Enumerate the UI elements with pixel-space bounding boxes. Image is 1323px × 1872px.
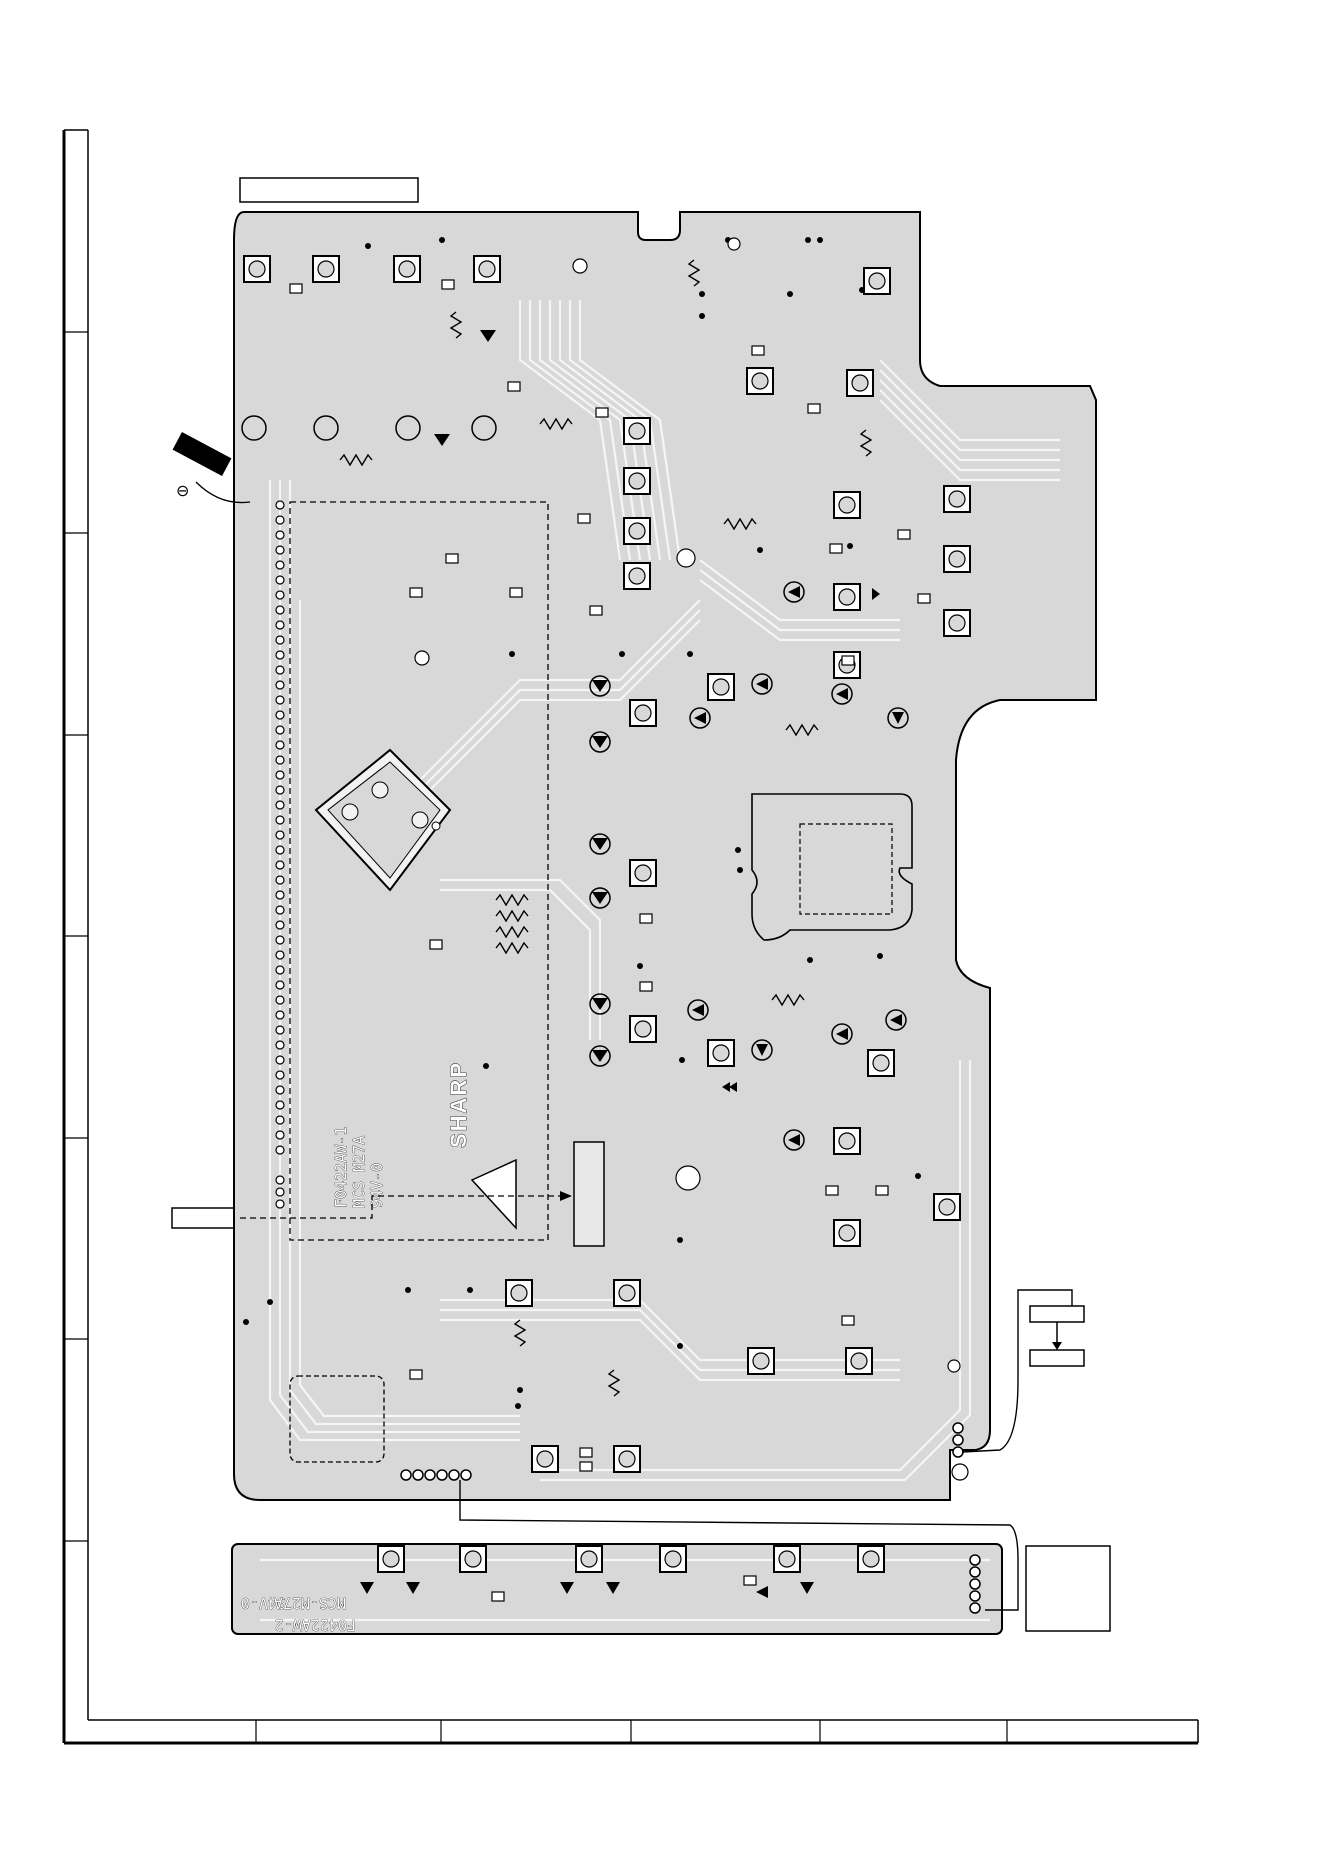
- sub-board-label-box: [1026, 1546, 1110, 1631]
- right-label-box-top: [1030, 1306, 1084, 1322]
- board-id-line-1: F0422AW-1: [332, 1127, 350, 1208]
- sub-board-id-line-3: MCS-M27A: [274, 1594, 346, 1612]
- board-label-box: [240, 178, 418, 202]
- polarity-plus: ⊕: [216, 453, 229, 472]
- right-label-box-bottom: [1030, 1350, 1084, 1366]
- right-label-arrowhead: [1052, 1342, 1062, 1350]
- polarity-minus: ⊖: [176, 481, 189, 500]
- board-id-line-2: MCS M27A: [350, 1136, 368, 1208]
- display-module: [574, 1142, 604, 1246]
- frame-column-dividers: [256, 1720, 1007, 1743]
- brand-logo: SHARP: [446, 1061, 471, 1148]
- sub-board-id-line-1: F0422AW-2: [275, 1616, 356, 1634]
- frame-row-dividers: [64, 332, 88, 1541]
- side-label-box: [172, 1208, 238, 1228]
- board-id-line-3: 94V-0: [368, 1163, 386, 1208]
